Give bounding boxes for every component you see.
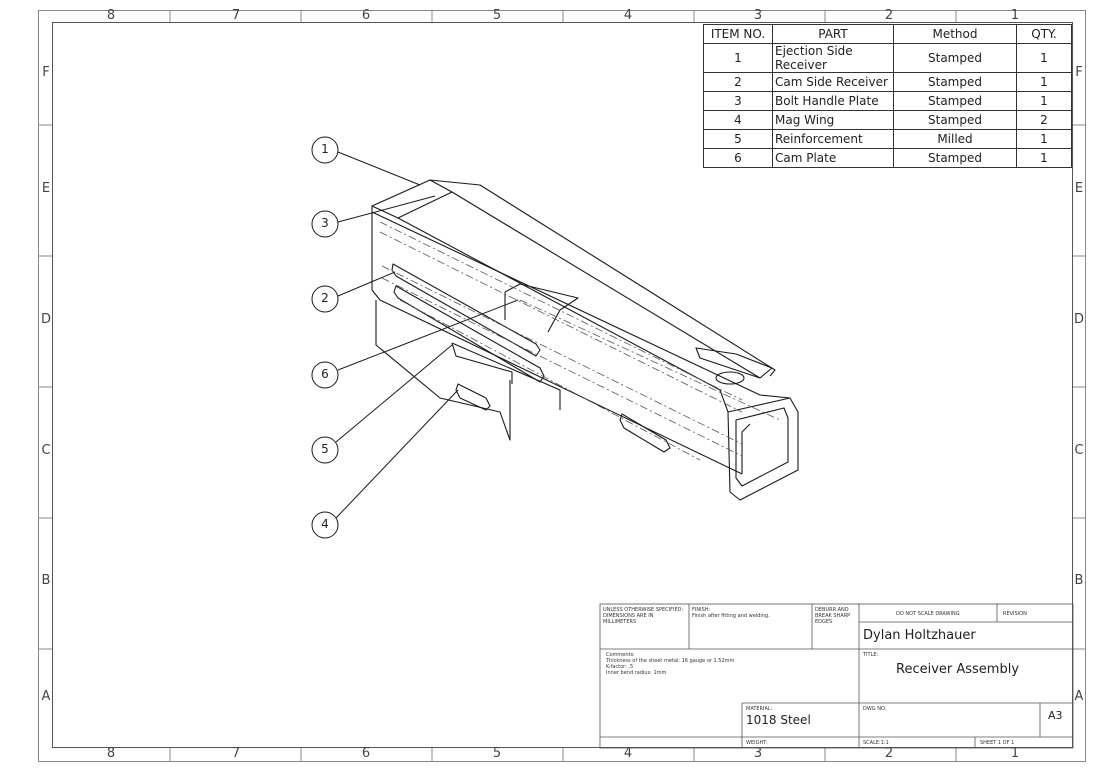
balloon-5 bbox=[311, 436, 339, 464]
table-row: 3 Bolt Handle Plate Stamped 1 bbox=[703, 91, 1072, 111]
comments-label: Comments: bbox=[606, 652, 635, 658]
comment-kfactor: K-factor: .5 bbox=[606, 664, 634, 670]
balloon-label-1: 1 bbox=[321, 142, 329, 156]
tolerance-note: UNLESS OTHERWISE SPECIFIED: DIMENSIONS A… bbox=[603, 607, 684, 625]
zone-right-A: A bbox=[1074, 689, 1084, 704]
zone-bottom-6: 6 bbox=[361, 746, 371, 761]
bom-header-item: ITEM NO. bbox=[703, 24, 773, 44]
zone-bottom-7: 7 bbox=[231, 746, 241, 761]
balloon-1 bbox=[311, 136, 339, 164]
zone-bottom-8: 8 bbox=[106, 746, 116, 761]
bom-method: Stamped bbox=[893, 43, 1017, 73]
balloon-3 bbox=[311, 210, 339, 238]
zone-left-E: E bbox=[41, 181, 51, 196]
drawing-border bbox=[52, 22, 1073, 748]
table-row: 2 Cam Side Receiver Stamped 1 bbox=[703, 72, 1072, 92]
zone-right-D: D bbox=[1073, 312, 1084, 327]
zone-right-E: E bbox=[1074, 181, 1084, 196]
bom-part: Reinforcement bbox=[772, 129, 894, 149]
bom-qty: 1 bbox=[1016, 148, 1072, 168]
zone-top-6: 6 bbox=[361, 8, 371, 23]
bom-part: Mag Wing bbox=[772, 110, 894, 130]
finish-value: Finish after fitting and welding. bbox=[692, 613, 770, 619]
drawing-title: Receiver Assembly bbox=[896, 662, 1020, 677]
balloon-4 bbox=[311, 511, 339, 539]
balloon-label-5: 5 bbox=[321, 442, 329, 456]
bom-method: Stamped bbox=[893, 91, 1017, 111]
zone-right-B: B bbox=[1074, 573, 1084, 588]
balloon-label-3: 3 bbox=[321, 216, 329, 230]
sheet-size: A3 bbox=[1048, 709, 1063, 722]
zone-left-D: D bbox=[40, 312, 51, 327]
revision-label: REVISION bbox=[1003, 611, 1027, 617]
zone-left-C: C bbox=[41, 443, 51, 458]
bill-of-materials-table: ITEM NO. PART Method QTY. 1 Ejection Sid… bbox=[703, 24, 1072, 168]
zone-top-2: 2 bbox=[884, 8, 894, 23]
table-row: 5 Reinforcement Milled 1 bbox=[703, 129, 1072, 149]
zone-top-8: 8 bbox=[106, 8, 116, 23]
zone-top-5: 5 bbox=[492, 8, 502, 23]
zone-top-4: 4 bbox=[623, 8, 633, 23]
scale-value: SCALE:1:1 bbox=[863, 740, 889, 746]
zone-top-3: 3 bbox=[753, 8, 763, 23]
balloon-label-4: 4 bbox=[321, 517, 329, 531]
zone-left-A: A bbox=[41, 689, 51, 704]
drawing-sheet bbox=[38, 10, 1086, 762]
zone-left-F: F bbox=[42, 65, 50, 80]
title-label: TITLE: bbox=[863, 652, 879, 658]
zone-right-F: F bbox=[1075, 65, 1083, 80]
weight-label: WEIGHT: bbox=[746, 740, 768, 746]
dwg-no-label: DWG NO. bbox=[863, 706, 887, 712]
bom-header-row: ITEM NO. PART Method QTY. bbox=[703, 24, 1072, 44]
balloon-label-2: 2 bbox=[321, 291, 329, 305]
balloon-6 bbox=[311, 361, 339, 389]
bom-item: 1 bbox=[703, 43, 773, 73]
bom-part: Cam Plate bbox=[772, 148, 894, 168]
zone-left-B: B bbox=[41, 573, 51, 588]
sheet-count: SHEET 1 OF 1 bbox=[980, 740, 1015, 746]
bom-method: Stamped bbox=[893, 148, 1017, 168]
bom-header-part: PART bbox=[772, 24, 894, 44]
material-label: MATERIAL: bbox=[746, 706, 773, 712]
author-name: Dylan Holtzhauer bbox=[863, 628, 976, 643]
balloon-label-6: 6 bbox=[321, 367, 329, 381]
zone-bottom-2: 2 bbox=[884, 746, 894, 761]
zone-bottom-3: 3 bbox=[753, 746, 763, 761]
balloon-2 bbox=[311, 285, 339, 313]
comment-thickness: Thickness of the sheet metal: 16 gauge o… bbox=[606, 658, 735, 664]
comment-bend-radius: Inner bend radius: 1mm bbox=[606, 670, 667, 676]
bom-qty: 1 bbox=[1016, 43, 1072, 73]
zone-top-1: 1 bbox=[1010, 8, 1020, 23]
do-not-scale-note: DO NOT SCALE DRAWING bbox=[896, 611, 960, 617]
table-row: 6 Cam Plate Stamped 1 bbox=[703, 148, 1072, 168]
zone-bottom-5: 5 bbox=[492, 746, 502, 761]
zone-bottom-1: 1 bbox=[1010, 746, 1020, 761]
material-value: 1018 Steel bbox=[746, 713, 811, 727]
zone-bottom-4: 4 bbox=[623, 746, 633, 761]
finish-label: FINISH: bbox=[692, 607, 711, 613]
deburr-note: DEBURR AND BREAK SHARP EDGES bbox=[815, 607, 851, 625]
zone-right-C: C bbox=[1074, 443, 1084, 458]
bom-header-qty: QTY. bbox=[1016, 24, 1072, 44]
zone-top-7: 7 bbox=[231, 8, 241, 23]
